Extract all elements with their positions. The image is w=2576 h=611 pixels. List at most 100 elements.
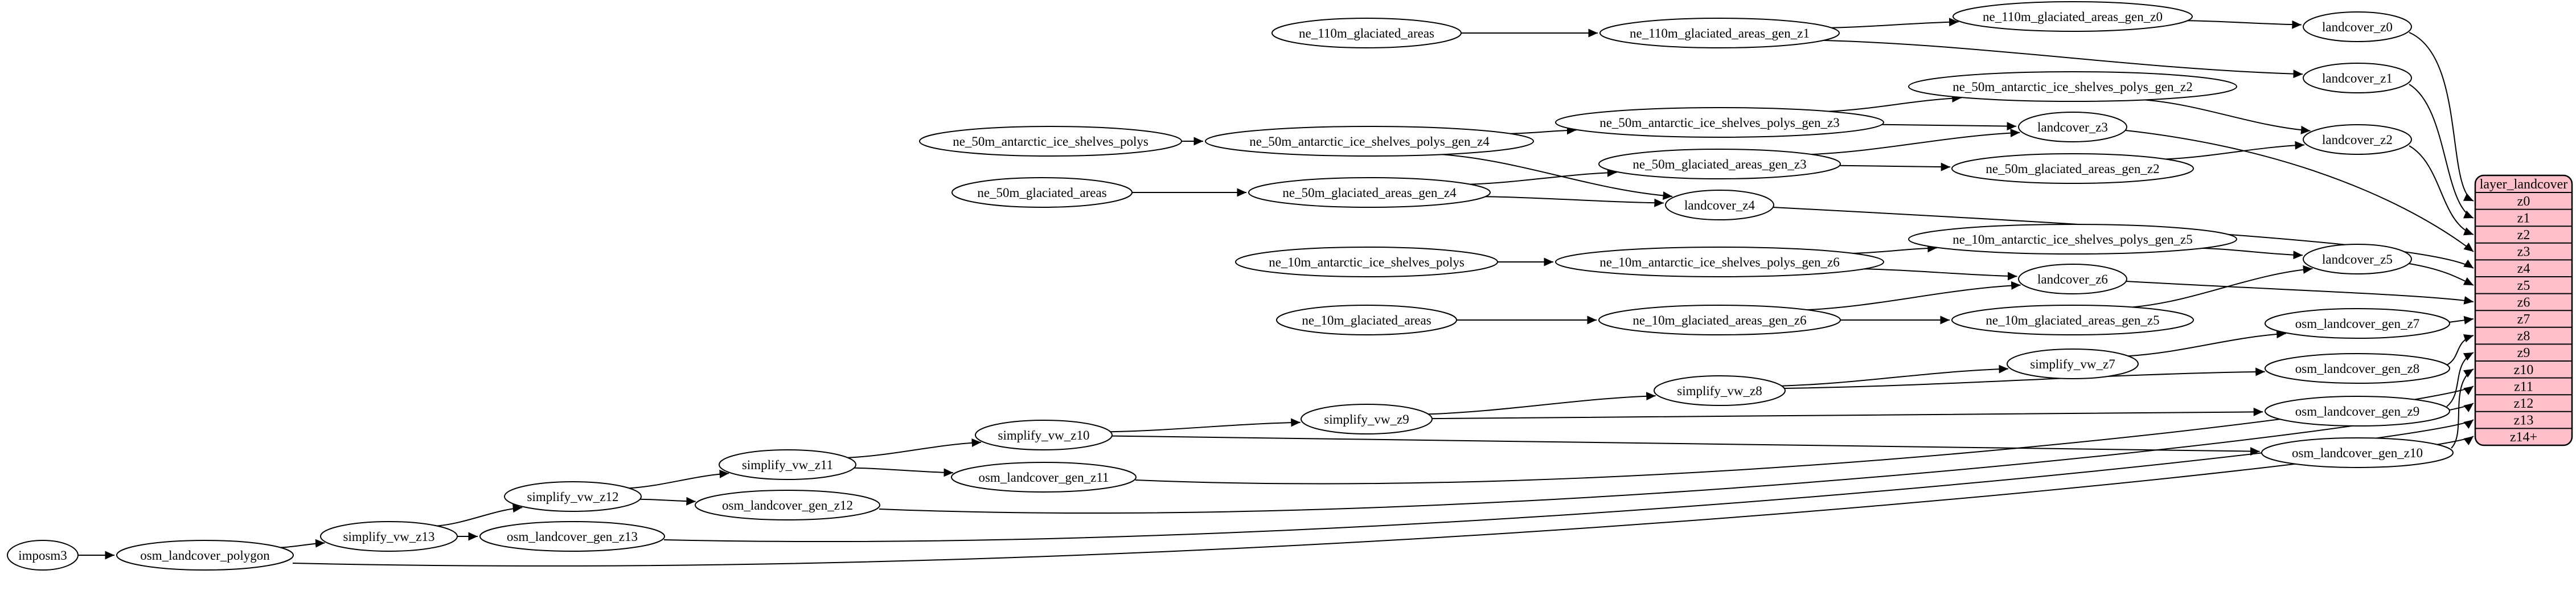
table-row-z10: z10 — [2514, 363, 2534, 378]
node-ellipse — [1598, 149, 1841, 179]
node-ellipse — [1276, 305, 1457, 335]
edge-landcover_z5-to-row-z5 — [2409, 263, 2474, 286]
node-ellipse — [1908, 71, 2237, 102]
table-row-z5: z5 — [2517, 278, 2530, 293]
node-ellipse — [2265, 396, 2450, 427]
node-label: osm_landcover_gen_z9 — [2295, 404, 2419, 419]
node-label: landcover_z1 — [2322, 71, 2393, 85]
node-label: simplify_vw_z12 — [527, 490, 619, 504]
edge-landcover_z1-to-row-z1 — [2409, 84, 2474, 219]
node-osm_landcover_gen_z8: osm_landcover_gen_z8 — [2265, 353, 2450, 384]
node-label: ne_10m_antarctic_ice_shelves_polys_gen_z… — [1599, 255, 1840, 269]
node-ellipse — [7, 540, 79, 571]
node-ellipse — [116, 540, 294, 571]
edge-simplify_vw_z11-to-simplify_vw_z10 — [847, 438, 982, 458]
edge-ne_50m_glaciated_areas_gen_z4-to-landcover_z4 — [1485, 196, 1664, 207]
node-landcover_z2: landcover_z2 — [2303, 124, 2412, 155]
node-label: ne_10m_glaciated_areas_gen_z5 — [1986, 313, 2159, 327]
node-label: simplify_vw_z13 — [343, 530, 435, 544]
edge-ne_110m_glaciated_areas_gen_z0-to-landcover_z0 — [2187, 20, 2302, 29]
node-imposm3: imposm3 — [7, 540, 79, 571]
node-ellipse — [975, 420, 1113, 450]
node-ellipse — [1598, 305, 1841, 335]
node-ellipse — [2261, 437, 2454, 468]
node-simplify_vw_z7: simplify_vw_z7 — [2007, 348, 2139, 379]
edge-ne_50m_antarctic_ice_shelves_polys_gen_z4-to-ne_50m_antarctic_ice_shelves_polys_gen_z3 — [1510, 126, 1577, 135]
node-ellipse — [2303, 244, 2412, 274]
edge-osm_landcover_gen_z8-to-row-z8 — [2446, 334, 2474, 366]
node-ellipse — [1599, 18, 1840, 48]
node-ellipse — [2303, 124, 2412, 155]
node-landcover_z4: landcover_z4 — [1665, 190, 1774, 220]
node-osm_landcover_gen_z10: osm_landcover_gen_z10 — [2261, 437, 2454, 468]
table-row-z1: z1 — [2517, 211, 2530, 225]
edge-simplify_vw_z8-to-simplify_vw_z7 — [1781, 364, 2009, 387]
node-label: osm_landcover_gen_z7 — [2295, 317, 2419, 331]
edge-simplify_vw_z8-to-osm_landcover_gen_z8 — [1784, 367, 2265, 389]
node-ne_50m_antarctic_ice_shelves_polys_gen_z2: ne_50m_antarctic_ice_shelves_polys_gen_z… — [1908, 71, 2237, 102]
node-osm_landcover_gen_z13: osm_landcover_gen_z13 — [479, 521, 665, 552]
edges-layer — [77, 18, 2474, 567]
table-row-z4: z4 — [2517, 261, 2530, 276]
node-osm_landcover_gen_z11: osm_landcover_gen_z11 — [951, 462, 1137, 493]
node-ellipse — [1665, 190, 1774, 220]
edge-ne_10m_glaciated_areas_gen_z5-to-landcover_z5 — [2132, 265, 2313, 308]
node-ellipse — [1952, 1, 2193, 32]
node-label: simplify_vw_z10 — [998, 428, 1090, 442]
node-ne_110m_glaciated_areas: ne_110m_glaciated_areas — [1271, 18, 1462, 48]
node-simplify_vw_z8: simplify_vw_z8 — [1654, 375, 1786, 406]
node-label: ne_10m_glaciated_areas_gen_z6 — [1632, 313, 1806, 327]
node-osm_landcover_polygon: osm_landcover_polygon — [116, 540, 294, 571]
table-row-z3: z3 — [2517, 245, 2530, 260]
node-label: landcover_z2 — [2322, 133, 2393, 147]
node-ellipse — [2018, 112, 2127, 142]
table-row-z6: z6 — [2517, 295, 2530, 310]
edge-osm_landcover_gen_z13-to-row-z13 — [663, 419, 2474, 543]
table-row-z7: z7 — [2517, 312, 2530, 327]
edge-landcover_z0-to-row-z0 — [2409, 32, 2474, 202]
node-ellipse — [320, 521, 458, 552]
node-ne_110m_glaciated_areas_gen_z0: ne_110m_glaciated_areas_gen_z0 — [1952, 1, 2193, 32]
node-label: osm_landcover_gen_z10 — [2292, 446, 2423, 460]
edge-ne_50m_glaciated_areas_gen_z3-to-ne_50m_glaciated_areas_gen_z2 — [1839, 162, 1951, 171]
node-label: landcover_z0 — [2322, 20, 2393, 34]
node-label: ne_110m_glaciated_areas_gen_z0 — [1983, 10, 2163, 24]
table-header: layer_landcover — [2480, 177, 2568, 192]
edge-simplify_vw_z13-to-simplify_vw_z12 — [437, 504, 523, 527]
edge-ne_50m_glaciated_areas_gen_z3-to-landcover_z3 — [1811, 128, 2020, 155]
node-ellipse — [504, 481, 642, 512]
node-label: ne_110m_glaciated_areas — [1299, 26, 1434, 40]
node-ellipse — [919, 126, 1182, 157]
node-ellipse — [1235, 247, 1498, 277]
node-label: osm_landcover_gen_z12 — [722, 498, 853, 512]
edge-simplify_vw_z12-to-simplify_vw_z11 — [629, 469, 729, 489]
node-landcover_z0: landcover_z0 — [2303, 11, 2412, 42]
node-label: landcover_z6 — [2037, 272, 2108, 286]
node-landcover_z6: landcover_z6 — [2018, 264, 2127, 294]
node-ne_50m_glaciated_areas_gen_z2: ne_50m_glaciated_areas_gen_z2 — [1951, 153, 2194, 184]
edge-simplify_vw_z11-to-osm_landcover_gen_z11 — [854, 467, 954, 477]
edge-ne_110m_glaciated_areas_gen_z1-to-ne_110m_glaciated_areas_gen_z0 — [1831, 18, 1959, 28]
edge-landcover_z4-to-row-z4 — [1772, 207, 2474, 269]
table-row-z11: z11 — [2514, 379, 2533, 394]
edge-ne_50m_glaciated_areas_gen_z2-to-landcover_z2 — [2165, 141, 2305, 160]
node-simplify_vw_z13: simplify_vw_z13 — [320, 521, 458, 552]
node-osm_landcover_gen_z9: osm_landcover_gen_z9 — [2265, 396, 2450, 427]
node-ellipse — [2265, 308, 2450, 339]
edge-simplify_vw_z9-to-osm_landcover_gen_z9 — [1431, 407, 2263, 420]
node-label: imposm3 — [18, 548, 67, 563]
edge-ne_10m_glaciated_areas_gen_z6-to-landcover_z6 — [1807, 281, 2021, 311]
node-ne_50m_antarctic_ice_shelves_polys: ne_50m_antarctic_ice_shelves_polys — [919, 126, 1182, 157]
node-ne_10m_glaciated_areas: ne_10m_glaciated_areas — [1276, 305, 1457, 335]
node-osm_landcover_gen_z12: osm_landcover_gen_z12 — [695, 490, 880, 520]
node-ellipse — [695, 490, 880, 520]
node-landcover_z3: landcover_z3 — [2018, 112, 2127, 142]
edge-simplify_vw_z10-to-simplify_vw_z9 — [1110, 418, 1301, 433]
node-label: ne_10m_antarctic_ice_shelves_polys_gen_z… — [1952, 232, 2193, 247]
edge-landcover_z3-to-row-z3 — [2125, 130, 2474, 252]
node-label: ne_110m_glaciated_areas_gen_z1 — [1630, 26, 1810, 40]
table-row-z0: z0 — [2517, 194, 2530, 209]
edge-ne_50m_antarctic_ice_shelves_polys_gen_z3-to-landcover_z3 — [1882, 122, 2017, 131]
node-ellipse — [1951, 305, 2194, 335]
